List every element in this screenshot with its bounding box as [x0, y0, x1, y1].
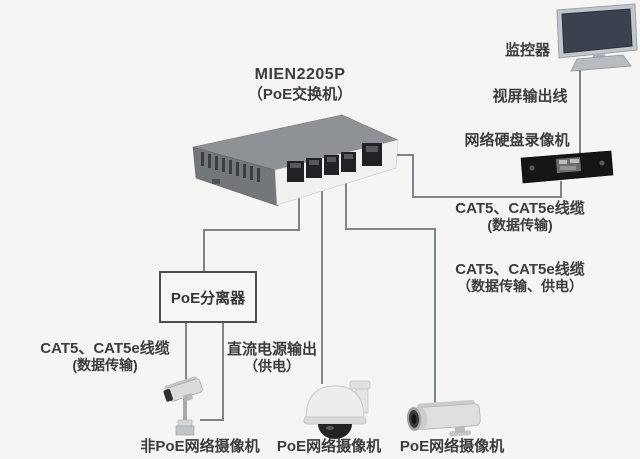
- cable-splitter-data-label: CAT5、CAT5e线缆 (数据传输): [25, 340, 185, 373]
- switch-model-label: MIEN2205P: [254, 66, 346, 83]
- poe-dome-camera-label: PoE网络摄像机: [276, 438, 382, 455]
- cable-port5-right: [383, 154, 414, 156]
- cable-port5-down: [412, 154, 414, 198]
- cable-splitter-data-line1: CAT5、CAT5e线缆: [40, 340, 170, 357]
- cable-poe-label: CAT5、CAT5e线缆 （数据传输、供电）: [440, 261, 600, 294]
- cable-dc-to-camera: [200, 419, 224, 421]
- switch-type-label: （PoE交换机）: [247, 86, 353, 103]
- cable-port1-down: [298, 179, 300, 231]
- switch-vent-slats: [201, 152, 260, 182]
- cable-splitter-data-line2: (数据传输): [72, 357, 138, 374]
- cable-monitor-video: [579, 64, 581, 156]
- poe-bullet-camera-label: PoE网络摄像机: [399, 438, 505, 455]
- video-output-cable-label: 视屏输出线: [492, 88, 568, 105]
- nvr-illustration: [520, 150, 614, 184]
- switch-foot: [212, 179, 220, 184]
- cable-rightcam-down: [434, 228, 436, 404]
- nvr-label: 网络硬盘录像机: [464, 132, 570, 149]
- poe-splitter-label: PoE分离器: [170, 289, 246, 307]
- cable-nvr-label-line2: (数据传输): [487, 217, 553, 234]
- cable-poe-label-line1: CAT5、CAT5e线缆: [455, 261, 585, 278]
- dc-output-line1: 直流电源输出: [226, 341, 317, 358]
- cable-port3-horizontal: [345, 228, 436, 230]
- switch-port-inner-detail: [290, 146, 378, 168]
- dc-output-line2: （供电）: [244, 358, 300, 375]
- cable-nvr-label: CAT5、CAT5e线缆 (数据传输): [440, 200, 600, 233]
- poe-switch-illustration: [192, 114, 399, 207]
- dc-output-label: 直流电源输出 （供电）: [220, 341, 324, 374]
- monitor-illustration: [556, 3, 638, 72]
- cable-splitter-out-data: [185, 319, 187, 382]
- cable-poe-label-line2: （数据传输、供电）: [457, 278, 583, 295]
- cable-splitter-in: [203, 229, 205, 274]
- non-poe-camera-label: 非PoE网络摄像机: [140, 438, 260, 455]
- monitor-label: 监控器: [504, 42, 550, 59]
- non-poe-camera-illustration: [163, 376, 203, 436]
- poe-dome-camera-illustration: [303, 380, 371, 439]
- cable-splitter-horizontal: [203, 229, 300, 231]
- cable-nvr-label-line1: CAT5、CAT5e线缆: [455, 200, 585, 217]
- poe-bullet-camera-illustration: [406, 399, 481, 437]
- poe-splitter-box: PoE分离器: [159, 271, 257, 323]
- cable-splitter-out-dc: [222, 319, 224, 421]
- cable-dome-down: [321, 172, 323, 384]
- cable-port3-down: [345, 175, 347, 230]
- cable-nvr-horizontal: [412, 196, 562, 198]
- cable-nvr-up: [560, 181, 562, 198]
